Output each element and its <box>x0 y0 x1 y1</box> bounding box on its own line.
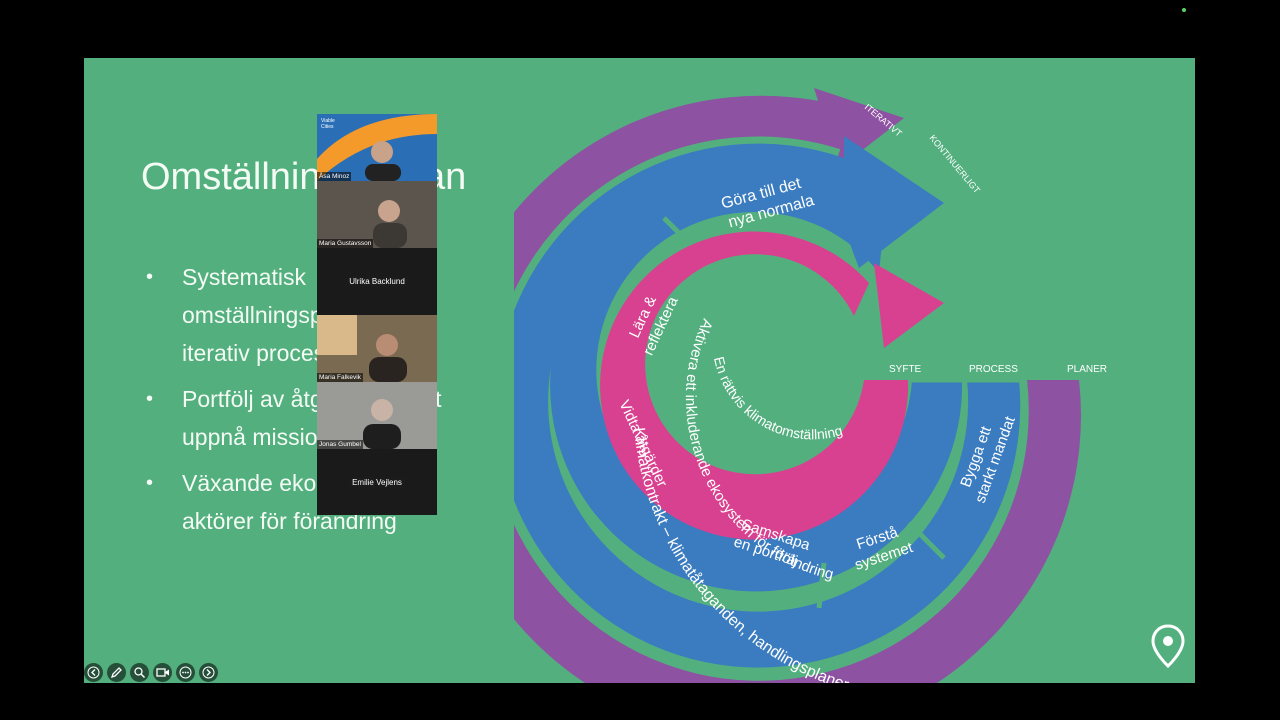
presentation-slide: Omställningskartan Systematisk omställni… <box>84 58 1195 683</box>
participant-video <box>317 315 437 382</box>
tag-syfte: SYFTE <box>889 364 922 375</box>
outer-purple-ring <box>514 95 1081 683</box>
tag-kontinuerligt: KONTINUERLIGT <box>927 133 982 196</box>
pink-arrowhead <box>874 263 944 348</box>
participant-name: Ulrika Backlund <box>346 276 408 287</box>
location-pin-icon <box>1151 624 1185 668</box>
more-icon[interactable] <box>176 662 195 682</box>
participant-name: Emilie Vejlens <box>349 477 405 488</box>
participant-tile[interactable]: Maria Gustavsson <box>317 181 437 248</box>
participant-tile[interactable]: Emilie Vejlens <box>317 449 437 515</box>
camera-icon[interactable] <box>153 662 172 682</box>
participant-video <box>317 181 437 248</box>
participant-video <box>317 114 437 181</box>
participant-name: Åsa Minoz <box>317 172 352 181</box>
viable-cities-logo: Viable Cities <box>321 118 335 130</box>
pink-inner-ring <box>600 231 909 540</box>
participant-tile[interactable]: Maria Falkevik <box>317 315 437 382</box>
participant-tile[interactable]: Viable Cities Åsa Minoz <box>317 114 437 181</box>
arrow-left-icon[interactable] <box>84 662 103 682</box>
participant-name: Jonas Gumbel <box>317 440 363 449</box>
tag-process: PROCESS <box>969 364 1018 375</box>
participant-panel: Viable Cities Åsa Minoz Maria Gustavsson… <box>317 114 437 515</box>
purple-arrowhead <box>814 88 904 168</box>
participant-name: Maria Gustavsson <box>317 239 374 248</box>
pen-icon[interactable] <box>107 662 126 682</box>
inner-label: En rättvis klimatomställning <box>711 355 844 442</box>
transition-wheel-diagram: ITERATIVT KONTINUERLIGT SYFTE PROCESS PL… <box>514 88 1107 683</box>
participant-tile[interactable]: Jonas Gumbel <box>317 382 437 449</box>
participant-video <box>317 382 437 449</box>
participant-name: Maria Falkevik <box>317 373 363 382</box>
tag-planer: PLANER <box>1067 364 1107 375</box>
search-icon[interactable] <box>130 662 149 682</box>
status-dot <box>1182 8 1186 12</box>
arrow-right-icon[interactable] <box>199 662 218 682</box>
presenter-toolbar <box>84 660 218 684</box>
participant-tile[interactable]: Ulrika Backlund <box>317 248 437 315</box>
